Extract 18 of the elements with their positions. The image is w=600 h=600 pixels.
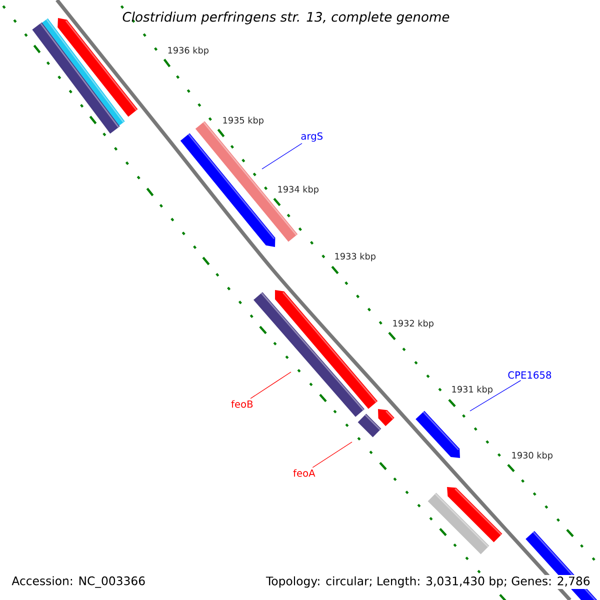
gene-label: feoB	[231, 400, 253, 408]
title: Clostridium perfringens str. 13, complete genome	[122, 12, 450, 24]
gene-label: CPE1658	[508, 371, 552, 379]
scale-label: 1936 kbp	[168, 46, 209, 56]
scale-label: 1933 kbp	[335, 252, 376, 262]
leader-line	[470, 380, 522, 412]
leader-line	[250, 372, 292, 399]
info-text: Topology: circular; Length: 3,031,430 bp; Genes: 2,786	[264, 574, 592, 590]
gene-label: feoA	[293, 469, 316, 477]
leader-line	[262, 143, 302, 170]
scale-label: 1932 kbp	[393, 320, 434, 328]
scale-label: 1934 kbp	[278, 186, 319, 194]
scale-label: 1930 kbp	[512, 452, 553, 460]
leader-line	[312, 442, 352, 468]
scale-label: 1935 kbp	[223, 116, 264, 126]
info-text: Accession: NC_003366	[10, 574, 147, 590]
gene-label: argS	[301, 132, 323, 142]
scale-label: 1931 kbp	[452, 386, 493, 394]
